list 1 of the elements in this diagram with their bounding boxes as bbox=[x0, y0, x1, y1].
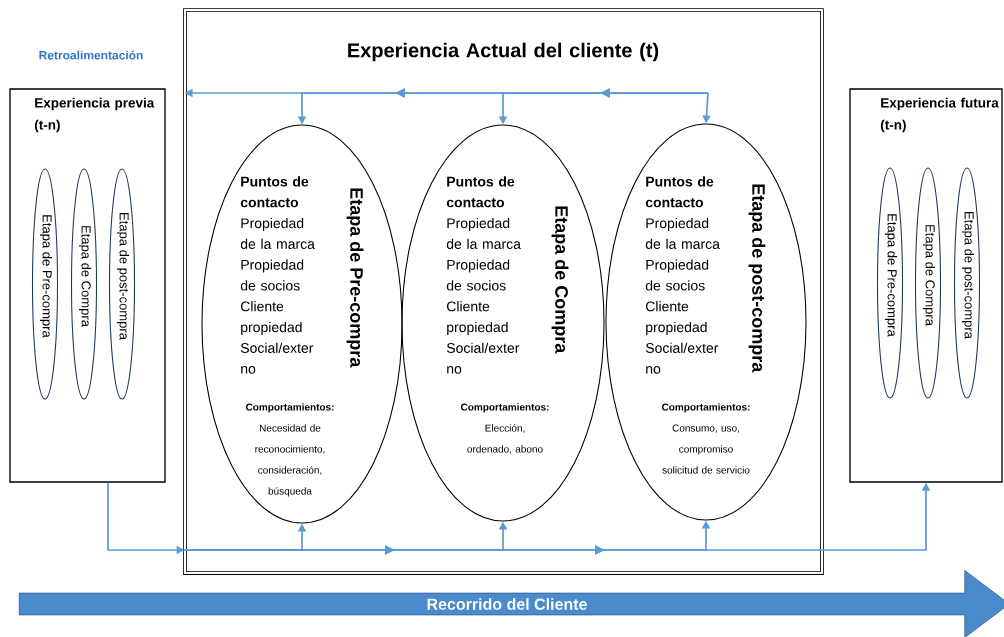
feedback-label: Retroalimentación bbox=[39, 50, 143, 60]
